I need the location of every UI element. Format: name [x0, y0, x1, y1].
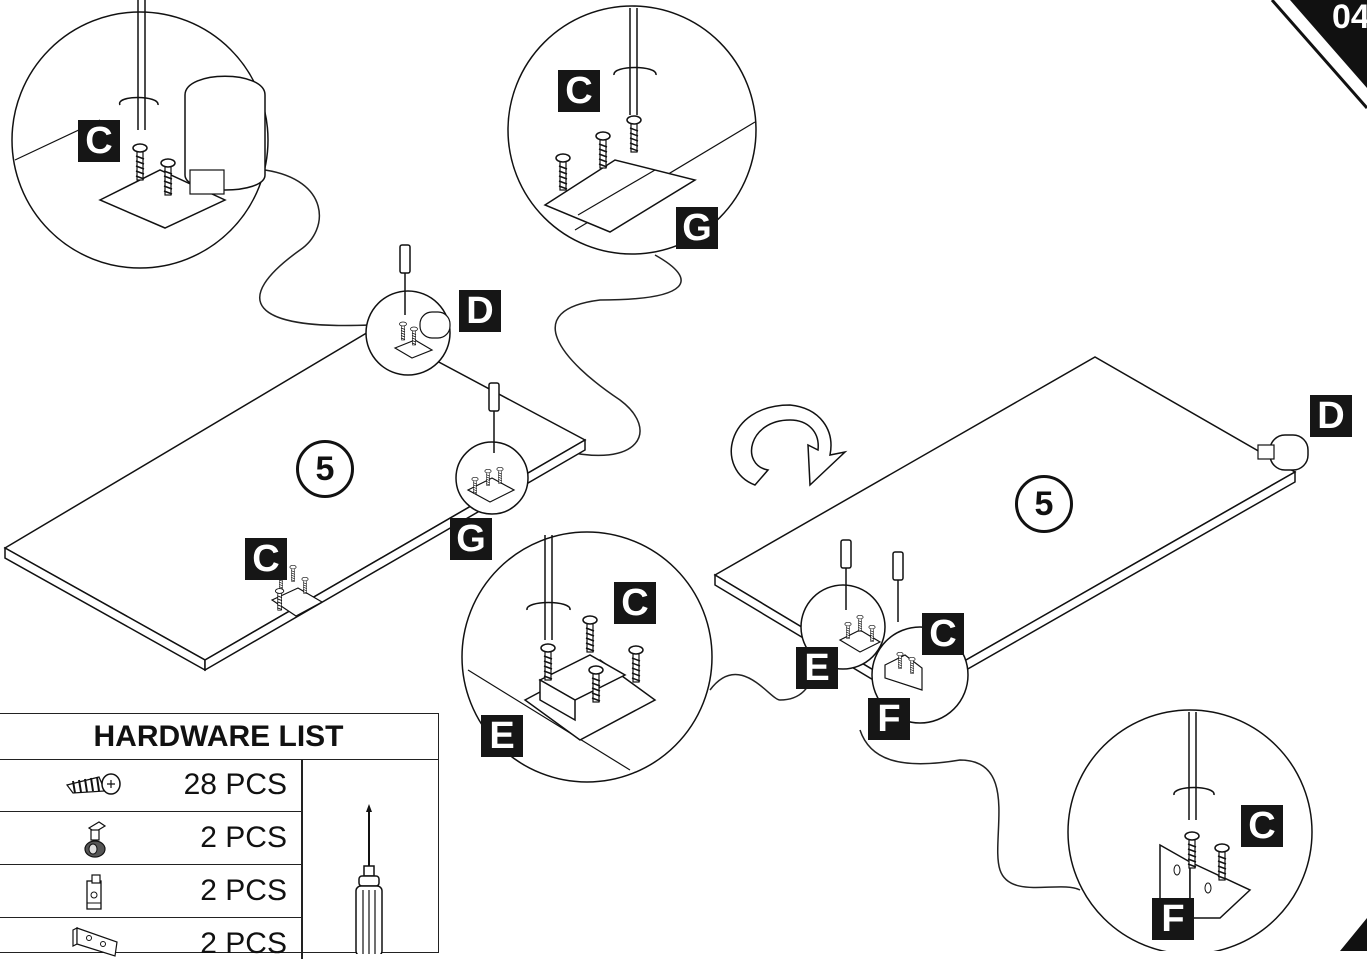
panel-number-left: 5	[296, 440, 354, 498]
detail-circle-d-small	[365, 290, 451, 376]
bottom-corner-mark	[1340, 918, 1367, 951]
hardware-row: 2 PCS	[0, 865, 301, 918]
rotate-arrow-icon	[730, 404, 848, 487]
label-e-small: E	[796, 647, 838, 689]
table-divider	[301, 759, 303, 959]
hardware-row: 2 PCS	[0, 918, 301, 971]
hardware-row: 28 PCS	[0, 759, 301, 812]
label-f-small: F	[868, 698, 910, 740]
label-c-bracket: C	[1241, 805, 1283, 847]
label-c-latch: C	[614, 582, 656, 624]
caster-right	[1257, 434, 1309, 471]
label-e-latch: E	[481, 715, 523, 757]
label-f-bracket: F	[1152, 898, 1194, 940]
panel-number-right: 5	[1015, 475, 1073, 533]
latch-block-icon	[86, 874, 102, 910]
detail-circle-hinge	[507, 5, 757, 255]
page-corner-tab	[1270, 0, 1367, 109]
hardware-qty: 2 PCS	[200, 927, 287, 960]
label-g-small: G	[450, 518, 492, 560]
detail-circle-caster	[11, 0, 269, 269]
hardware-list-table: HARDWARE LIST 28 PCS 2 PCS 2 PCS	[0, 713, 439, 960]
hardware-qty: 2 PCS	[200, 821, 287, 854]
label-d-small: D	[459, 290, 501, 332]
hinge-c-left	[270, 564, 324, 617]
label-c-small-right: C	[922, 613, 964, 655]
assembly-illustration	[3, 0, 1367, 951]
label-g-hinge: G	[676, 207, 718, 249]
detail-circle-g-small	[455, 441, 529, 515]
label-c-caster: C	[78, 120, 120, 162]
screw-icon	[65, 773, 121, 795]
screwdriver-icon	[355, 804, 383, 954]
label-d-right: D	[1310, 395, 1352, 437]
hardware-row: 2 PCS	[0, 812, 301, 865]
caster-wheel-icon	[84, 821, 107, 858]
page-number: 04	[1332, 0, 1367, 36]
detail-circle-bracket	[1067, 709, 1313, 951]
hardware-qty: 2 PCS	[200, 874, 287, 907]
hardware-qty: 28 PCS	[183, 768, 287, 801]
label-c-hinge: C	[558, 70, 600, 112]
bracket-icon	[72, 927, 118, 957]
hardware-list-title: HARDWARE LIST	[0, 714, 438, 760]
label-c-left-panel: C	[245, 538, 287, 580]
